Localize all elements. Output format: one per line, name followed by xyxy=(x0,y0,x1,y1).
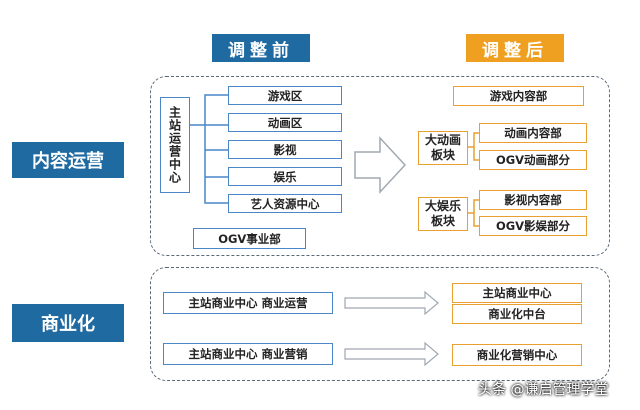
after-ent-block-label: 大娱乐 板块 xyxy=(418,197,468,231)
header-before: 调整前 xyxy=(212,34,310,62)
after-commercial-2: 商业化中台 xyxy=(452,304,582,324)
anim-block-line1: 大动画 xyxy=(424,133,461,147)
side-label-content-ops: 内容运营 xyxy=(12,142,124,178)
before-commercial-row-1: 主站商业中心 商业运营 xyxy=(163,292,333,314)
before-item-4: 娱乐 xyxy=(228,167,342,186)
before-item-3: 影视 xyxy=(228,140,342,159)
after-anim-item-2: OGV动画部分 xyxy=(479,150,587,170)
ent-block-line1: 大娱乐 xyxy=(424,199,461,213)
after-ent-item-2: OGV影娱部分 xyxy=(479,216,587,236)
after-commercial-3: 商业化营销中心 xyxy=(452,344,582,366)
commercial-arrow-2 xyxy=(344,341,439,367)
before-main-center: 主站运营中心 xyxy=(160,97,190,193)
after-anim-block-label: 大动画 板块 xyxy=(418,131,468,165)
after-ent-item-1: 影视内容部 xyxy=(479,190,587,210)
anim-bracket xyxy=(468,132,479,161)
before-item-5: 艺人资源中心 xyxy=(228,194,342,213)
before-item-1: 游戏区 xyxy=(228,86,342,105)
before-commercial-row-2: 主站商业中心 商业营销 xyxy=(163,343,333,365)
after-anim-item-1: 动画内容部 xyxy=(479,123,587,143)
before-bracket xyxy=(190,94,228,204)
ent-bracket xyxy=(468,199,479,227)
commercial-panel xyxy=(150,267,610,381)
before-ogv-dept: OGV事业部 xyxy=(193,228,306,249)
watermark: 头条 @谦启管理学堂 xyxy=(478,382,609,398)
after-game-dept: 游戏内容部 xyxy=(453,86,584,106)
ent-block-line2: 板块 xyxy=(430,214,455,228)
after-commercial-1: 主站商业中心 xyxy=(452,283,582,303)
side-label-commercial: 商业化 xyxy=(12,304,124,342)
big-arrow xyxy=(354,136,407,194)
content-ops-panel xyxy=(150,76,610,256)
before-item-2: 动画区 xyxy=(228,113,342,132)
commercial-arrow-1 xyxy=(344,290,439,316)
anim-block-line2: 板块 xyxy=(430,148,455,162)
header-after: 调整后 xyxy=(466,34,564,62)
